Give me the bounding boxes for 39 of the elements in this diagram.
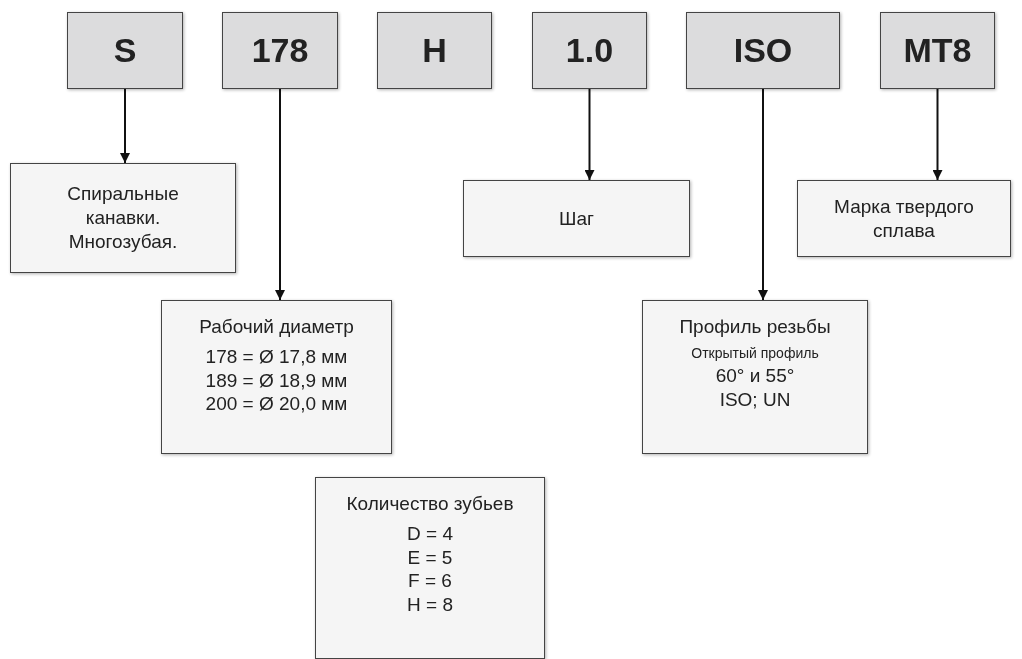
box-text: 60° и 55° xyxy=(715,364,795,388)
code-box xyxy=(686,12,840,89)
description-box xyxy=(161,300,392,454)
code-label: S xyxy=(113,31,137,70)
box-text: E = 5 xyxy=(407,545,453,570)
arrow xyxy=(758,88,768,301)
code-label: MT8 xyxy=(903,31,972,70)
code-box xyxy=(222,12,338,89)
arrow xyxy=(932,88,943,181)
code-label: 1.0 xyxy=(565,31,614,70)
box-text: D = 4 xyxy=(407,521,453,546)
box-text: F = 6 xyxy=(408,569,452,593)
code-box xyxy=(67,12,183,89)
code-box xyxy=(377,12,492,89)
description-box xyxy=(797,180,1011,257)
box-text: ISO; UN xyxy=(719,388,791,412)
box-text: 200 = Ø 20,0 мм xyxy=(205,392,348,416)
code-label: ISO xyxy=(733,31,793,70)
description-box xyxy=(642,300,868,454)
box-text: Шаг xyxy=(559,206,594,231)
description-box xyxy=(463,180,690,257)
box-text: 178 = Ø 17,8 мм xyxy=(205,344,348,369)
box-text: Спиральные канавки. Многозубая. xyxy=(66,182,180,254)
box-heading: Количество зубьев xyxy=(346,492,514,516)
code-label: H xyxy=(422,31,447,70)
description-box xyxy=(315,477,545,659)
box-text: Открытый профиль xyxy=(691,344,819,363)
description-box xyxy=(10,163,236,273)
code-box xyxy=(532,12,647,89)
box-heading: Профиль резьбы xyxy=(679,315,831,339)
code-box xyxy=(880,12,995,89)
box-text: 189 = Ø 18,9 мм xyxy=(205,368,348,393)
arrow xyxy=(120,88,130,164)
code-label: 178 xyxy=(251,31,309,70)
box-text: H = 8 xyxy=(407,593,453,617)
arrow xyxy=(275,88,285,301)
box-text: Марка твердого сплава xyxy=(833,194,975,243)
box-heading: Рабочий диаметр xyxy=(199,315,354,339)
arrow xyxy=(584,88,595,181)
